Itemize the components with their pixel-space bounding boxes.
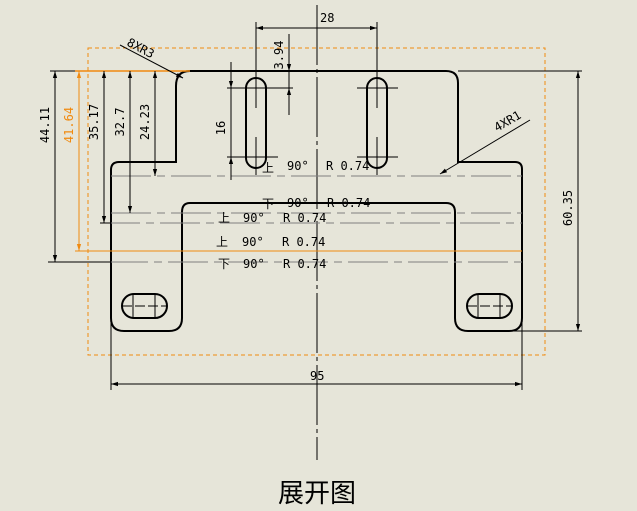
dim-32-label: 32.7: [113, 108, 127, 137]
bend-note-angle: 90°: [287, 196, 309, 210]
leader-8xr3: [119, 44, 184, 79]
note-8xr3: 8XR3: [125, 35, 157, 61]
drawing-title: 展开图: [278, 479, 356, 509]
bend-note-angle: 90°: [287, 159, 309, 173]
bend-note-dir: 下: [262, 197, 274, 211]
bend-note-3: 上 90° R 0.74: [218, 211, 326, 225]
bend-note-angle: 90°: [242, 235, 264, 249]
bend-note-5: 下 90° R 0.74: [218, 257, 326, 271]
bend-note-2: 下 90° R 0.74: [262, 196, 370, 211]
bend-note-dir: 上: [218, 211, 230, 225]
bend-note-dir: 上: [216, 235, 228, 249]
part-outline: [110, 70, 523, 332]
bend-note-radius: R 0.74: [283, 257, 326, 271]
bend-note-1: 上 90° R 0.74: [262, 159, 369, 175]
leader-4xr1: [439, 119, 531, 175]
dim-394-label: 3.94: [272, 41, 286, 70]
dim-28-label: 28: [320, 11, 334, 25]
dim-41-label: 41.64: [62, 107, 76, 143]
dim-24-label: 24.23: [138, 104, 152, 140]
bend-note-4: 上 90° R 0.74: [216, 235, 325, 249]
bend-note-radius: R 0.74: [327, 196, 370, 210]
dim-60-label: 60.35: [561, 190, 575, 226]
dim-35-label: 35.17: [87, 104, 101, 140]
bend-note-angle: 90°: [243, 211, 265, 225]
dim-95-label: 95: [310, 369, 324, 383]
dim-44-label: 44.11: [38, 107, 52, 143]
bend-note-dir: 下: [218, 257, 230, 271]
bend-note-radius: R 0.74: [283, 211, 326, 225]
bend-note-dir: 上: [262, 161, 274, 175]
bounding-box: [87, 47, 546, 356]
note-4xr1: 4XR1: [492, 108, 524, 135]
bend-note-angle: 90°: [243, 257, 265, 271]
dim-16-label: 16: [214, 121, 228, 135]
bend-note-radius: R 0.74: [282, 235, 325, 249]
bend-note-radius: R 0.74: [326, 159, 369, 173]
